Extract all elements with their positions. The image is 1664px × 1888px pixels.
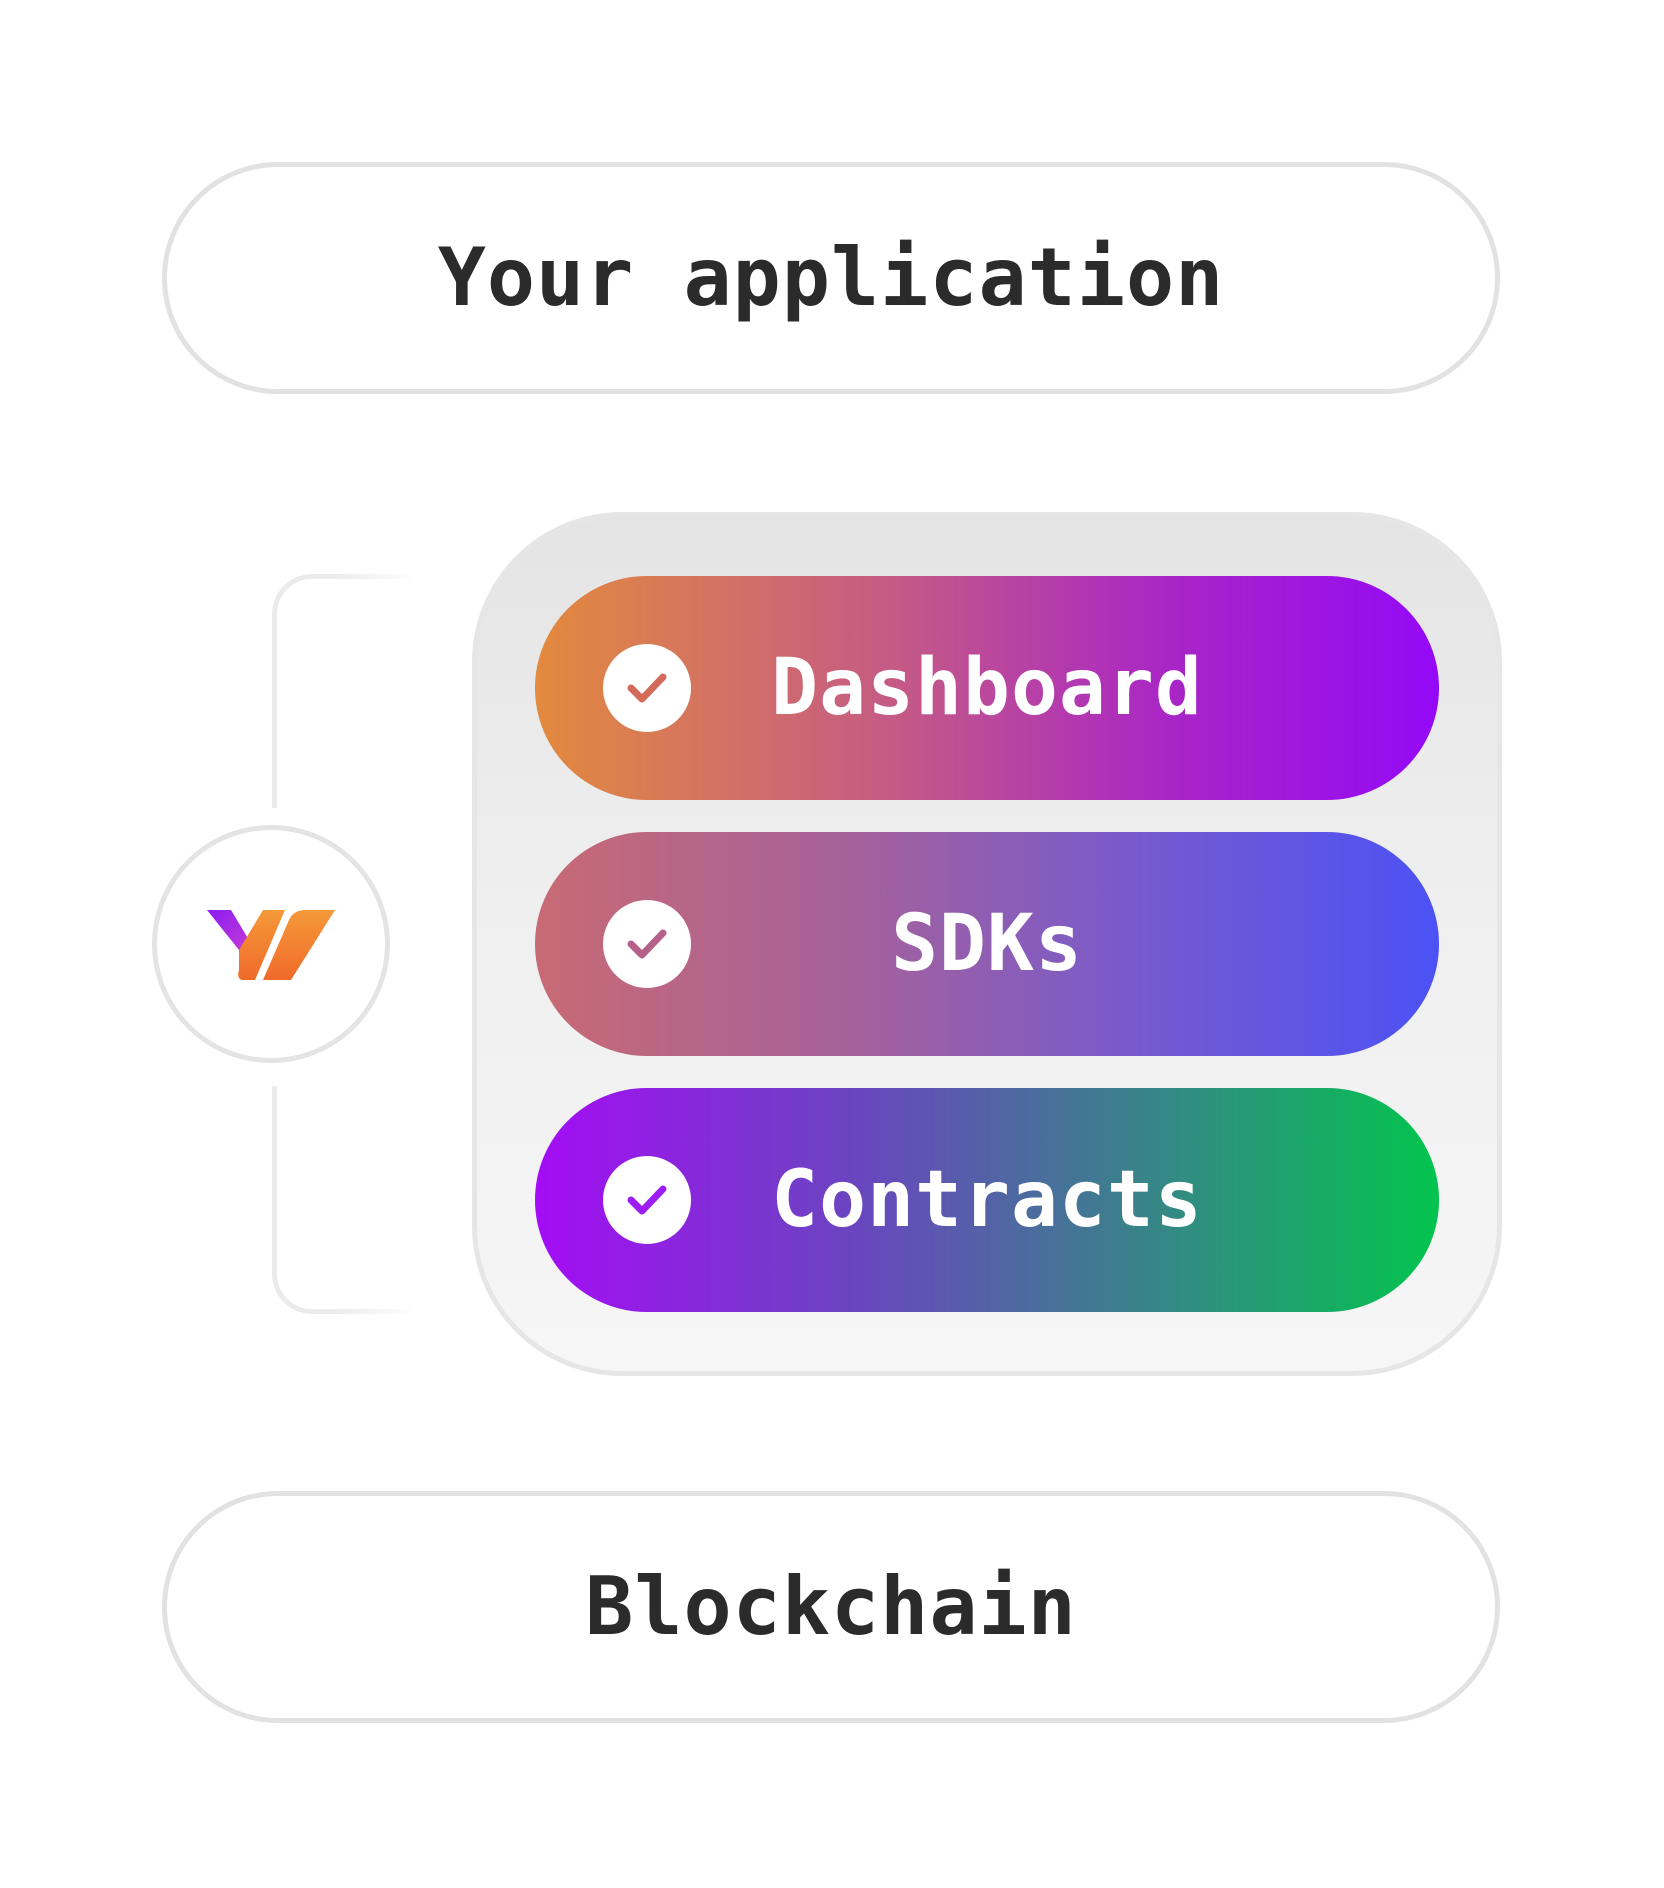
component-label: SDKs [891, 899, 1083, 989]
check-badge [603, 1156, 691, 1244]
bracket-connector-upper [272, 574, 412, 808]
w-logo-icon [207, 910, 335, 980]
component-contracts: Contracts [535, 1088, 1439, 1312]
bracket-connector-lower [272, 1086, 412, 1314]
check-icon [627, 673, 667, 703]
component-dashboard: Dashboard [535, 576, 1439, 800]
application-layer: Your application [162, 162, 1500, 394]
check-badge [603, 900, 691, 988]
component-label: Contracts [771, 1155, 1203, 1245]
blockchain-layer: Blockchain [162, 1491, 1500, 1723]
check-icon [627, 1185, 667, 1215]
blockchain-layer-label: Blockchain [585, 1560, 1077, 1653]
logo-badge [152, 825, 390, 1063]
application-layer-label: Your application [437, 231, 1225, 324]
check-badge [603, 644, 691, 732]
component-label: Dashboard [771, 643, 1203, 733]
component-sdks: SDKs [535, 832, 1439, 1056]
check-icon [627, 929, 667, 959]
